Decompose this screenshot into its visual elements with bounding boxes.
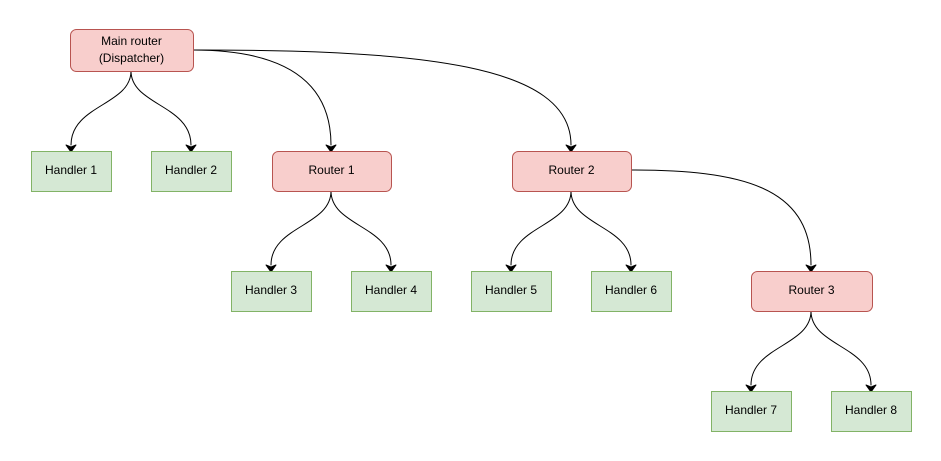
nodes-layer: Main router (Dispatcher) Handler 1 Handler …: [31, 29, 912, 432]
edge-router-1-to-handler-3: [270, 190, 332, 266]
edge-router-3-to-handler-7: [750, 310, 812, 386]
edge-main-to-handler-1: [70, 70, 132, 146]
edges-layer: [70, 49, 872, 386]
node-handler-4[interactable]: Handler 4: [351, 271, 432, 312]
arrow-handler-2-icon: [185, 144, 197, 153]
node-handler-8[interactable]: Handler 8: [831, 391, 912, 432]
node-router-2[interactable]: Router 2: [512, 151, 632, 192]
node-handler-6[interactable]: Handler 6: [591, 271, 672, 312]
edge-router-2-to-handler-6: [570, 190, 632, 266]
node-handler-1-label: Handler 1: [45, 163, 97, 177]
node-router-1[interactable]: Router 1: [272, 151, 392, 192]
node-handler-6-label: Handler 6: [605, 283, 657, 297]
node-handler-2-box[interactable]: [151, 151, 232, 192]
edge-router-1-to-handler-4: [330, 190, 392, 266]
node-router-3-box[interactable]: [751, 271, 873, 312]
arrow-handler-3-icon: [265, 264, 277, 273]
node-handler-8-label: Handler 8: [845, 403, 897, 417]
edge-main-to-router-2: [192, 49, 572, 146]
node-handler-5-label: Handler 5: [485, 283, 537, 297]
node-router-2-label: Router 2: [548, 163, 594, 177]
node-router-1-box[interactable]: [272, 151, 392, 192]
node-main-router[interactable]: Main router (Dispatcher): [70, 29, 194, 72]
arrow-handler-8-icon: [865, 384, 877, 393]
node-main-router-sublabel: (Dispatcher): [99, 51, 164, 65]
node-handler-1-box[interactable]: [31, 151, 112, 192]
node-main-router-box[interactable]: [70, 29, 194, 72]
node-handler-4-box[interactable]: [351, 271, 432, 312]
node-handler-2[interactable]: Handler 2: [151, 151, 232, 192]
node-handler-2-label: Handler 2: [165, 163, 217, 177]
arrow-router-3-icon: [805, 264, 817, 273]
edge-router-3-to-handler-8: [810, 310, 872, 386]
node-handler-3[interactable]: Handler 3: [231, 271, 312, 312]
edge-main-to-router-1: [192, 49, 332, 146]
node-handler-8-box[interactable]: [831, 391, 912, 432]
arrow-handler-1-icon: [65, 144, 77, 153]
node-handler-1[interactable]: Handler 1: [31, 151, 112, 192]
edge-router-2-to-router-3: [630, 169, 812, 266]
arrow-router-2-icon: [565, 144, 577, 153]
node-main-router-label: Main router: [101, 34, 162, 48]
node-router-3-label: Router 3: [788, 283, 834, 297]
node-handler-7-box[interactable]: [711, 391, 792, 432]
node-router-3[interactable]: Router 3: [751, 271, 873, 312]
node-handler-3-label: Handler 3: [245, 283, 297, 297]
node-handler-7-label: Handler 7: [725, 403, 777, 417]
node-router-2-box[interactable]: [512, 151, 632, 192]
arrowheads-layer: [65, 144, 877, 393]
arrow-handler-4-icon: [385, 264, 397, 273]
node-handler-5-box[interactable]: [471, 271, 552, 312]
arrow-handler-6-icon: [625, 264, 637, 273]
node-router-1-label: Router 1: [308, 163, 354, 177]
edge-main-to-handler-2: [130, 70, 192, 146]
node-handler-6-box[interactable]: [591, 271, 672, 312]
node-handler-5[interactable]: Handler 5: [471, 271, 552, 312]
edge-router-2-to-handler-5: [510, 190, 572, 266]
arrow-handler-7-icon: [745, 384, 757, 393]
node-handler-7[interactable]: Handler 7: [711, 391, 792, 432]
arrow-router-1-icon: [325, 144, 337, 153]
arrow-handler-5-icon: [505, 264, 517, 273]
node-handler-3-box[interactable]: [231, 271, 312, 312]
node-handler-4-label: Handler 4: [365, 283, 417, 297]
